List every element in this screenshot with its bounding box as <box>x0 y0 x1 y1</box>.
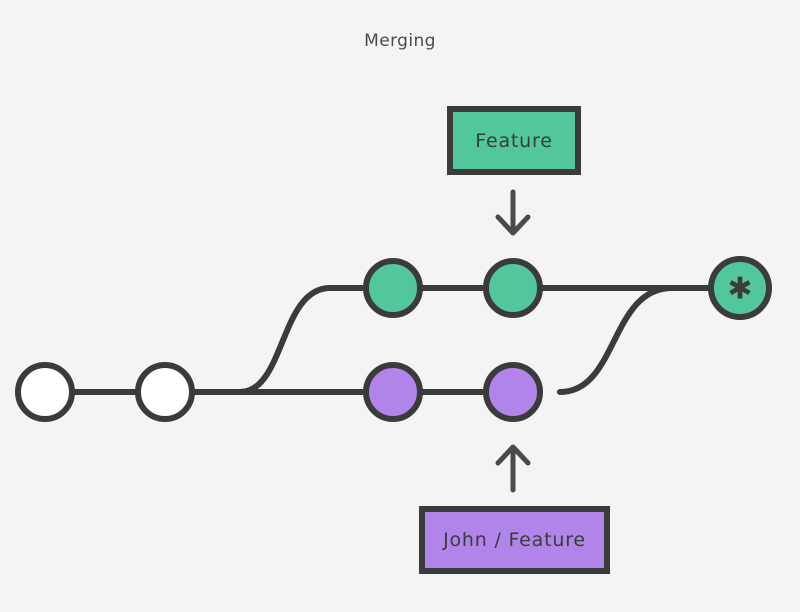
john-feature-branch-label-text: John / Feature <box>443 529 586 551</box>
arrow-up-icon <box>495 444 531 466</box>
commit-node-john-feature-1[interactable] <box>363 362 423 422</box>
page-title: Merging <box>364 31 436 51</box>
commit-node-feature-1[interactable] <box>363 258 423 318</box>
feature-branch-fork-curve <box>237 285 396 395</box>
merge-curve <box>557 285 715 395</box>
annotation-arrows <box>495 189 531 493</box>
commit-node-main-2[interactable] <box>135 362 195 422</box>
commit-node-john-feature-2[interactable] <box>483 362 543 422</box>
merge-commit-node[interactable] <box>708 256 772 320</box>
feature-branch-label-box[interactable]: Feature <box>447 106 581 175</box>
feature-branch-label-text: Feature <box>475 129 553 152</box>
asterisk-icon: ✱ <box>727 272 752 307</box>
commit-nodes: ✱ <box>15 256 772 422</box>
commit-node-main-1[interactable] <box>15 362 75 422</box>
branch-lines <box>42 285 743 395</box>
arrow-down-icon <box>495 214 531 236</box>
john-feature-branch-label-box[interactable]: John / Feature <box>419 506 610 574</box>
commit-node-feature-2[interactable] <box>483 258 543 318</box>
